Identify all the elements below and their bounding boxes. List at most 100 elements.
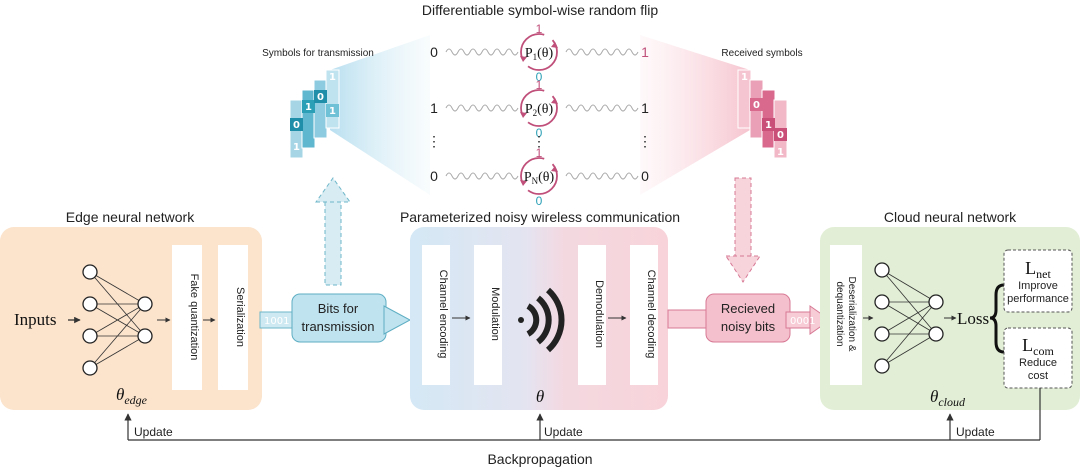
channel-decoding-label: Channel decoding: [645, 270, 657, 359]
tx-symbol-stack: 0 1 0 1 1 1: [289, 69, 340, 159]
channel-input-bit: 0: [430, 168, 438, 184]
nn-neuron: [928, 294, 944, 310]
fake-quantization-label: Fake quantization: [188, 274, 200, 361]
lnet-desc2: performance: [1007, 293, 1069, 305]
svg-text:0: 0: [317, 92, 324, 103]
lnet-desc1: Improve: [1018, 280, 1058, 292]
vdots: ⋮: [427, 133, 441, 149]
wireless-signal-icon: [518, 287, 565, 353]
flip-arrow-icon: [520, 157, 558, 195]
edge-neural-net: [82, 264, 153, 376]
channel-output-bit: 1: [641, 100, 649, 116]
flip-bit-bottom: 0: [536, 126, 543, 140]
cloud-neural-net: [874, 262, 944, 374]
channel-title: Parameterized noisy wireless communicati…: [400, 209, 680, 225]
deserialization-label: Deserialization &dequantization: [834, 276, 857, 351]
top-title: Differentiable symbol-wise random flip: [422, 2, 658, 18]
bits-tx-line2: transmission: [302, 319, 375, 334]
nn-neuron: [137, 296, 153, 312]
tx-fan: [330, 35, 430, 195]
svg-text:0: 0: [293, 120, 300, 131]
nn-neuron: [137, 328, 153, 344]
bits-tx-line1: Bits for: [318, 301, 359, 316]
deserialization-block: [830, 245, 862, 385]
rx-down-arrow: [725, 177, 761, 283]
flip-bit-top: 1: [536, 22, 543, 36]
nn-neuron: [82, 296, 98, 312]
cloud-title: Cloud neural network: [884, 209, 1017, 225]
flip-bit-bottom: 0: [536, 194, 543, 208]
flip-arrow-icon: [520, 89, 558, 127]
theta-cloud: θcloud: [930, 387, 966, 409]
flip-probability: P2(θ): [525, 102, 554, 118]
nn-neuron: [874, 262, 890, 278]
flip-probability: PN(θ): [524, 170, 555, 186]
backprop-label: Backpropagation: [487, 451, 592, 467]
nn-neuron: [82, 360, 98, 376]
theta-channel: θ: [536, 387, 544, 406]
channel-output-bit: 1: [641, 44, 649, 60]
svg-text:1: 1: [777, 147, 784, 158]
bits-rx-line1: Recieved: [721, 301, 775, 316]
channel-encoding-block: [422, 245, 450, 385]
svg-text:1: 1: [329, 106, 336, 117]
vdots: ⋮: [532, 133, 546, 149]
channel-output-bit: 0: [641, 168, 649, 184]
loss-label: Loss: [957, 309, 989, 328]
flip-bit-top: 1: [536, 78, 543, 92]
lcom-symbol: Lcom: [1022, 335, 1054, 358]
modulation-label: Modulation: [489, 287, 501, 341]
vdots: ⋮: [638, 133, 652, 149]
nn-neuron: [874, 326, 890, 342]
lnet-box: [1003, 249, 1073, 313]
channel-row: 0 PN(θ) 1 0 0: [430, 146, 649, 208]
bits-tx-arrow: 1001 Bits for transmission: [259, 293, 412, 343]
lcom-desc1: Reduce: [1019, 357, 1057, 369]
nn-neuron: [82, 264, 98, 280]
demodulation-label: Demodulation: [593, 280, 605, 348]
loss-brace: [989, 283, 1005, 354]
bits-tx-stream: 1001: [264, 316, 289, 327]
bits-rx-line2: noisy bits: [721, 319, 776, 334]
channel-decoding-block: [630, 245, 658, 385]
svg-text:0: 0: [753, 100, 760, 111]
demodulation-block: [578, 245, 606, 385]
svg-text:0: 0: [777, 130, 784, 141]
svg-text:1: 1: [305, 102, 312, 113]
modulation-block: [474, 245, 502, 385]
flip-probability: P1(θ): [525, 46, 554, 62]
serialization-label: Serialization: [234, 287, 246, 347]
serialization-block: [218, 245, 248, 390]
svg-text:1: 1: [293, 142, 300, 153]
nn-neuron: [874, 358, 890, 374]
inputs-label: Inputs: [14, 310, 57, 329]
edge-title: Edge neural network: [66, 209, 195, 225]
lcom-desc2: cost: [1028, 370, 1048, 382]
symbols-tx-label: Symbols for transmission: [262, 48, 374, 59]
channel-input-bit: 1: [430, 100, 438, 116]
channel-encoding-label: Channel encoding: [437, 270, 449, 359]
flip-arrow-icon: [520, 33, 558, 71]
symbols-rx-label: Received symbols: [721, 48, 802, 59]
lnet-symbol: Lnet: [1025, 258, 1051, 281]
svg-text:1: 1: [329, 72, 336, 83]
bits-rx-stream: 0001: [790, 316, 815, 327]
rx-symbol-stack: 1 0 1 0 1: [737, 69, 788, 159]
nn-neuron: [874, 294, 890, 310]
nn-neuron: [928, 326, 944, 342]
update-cloud: Update: [956, 425, 995, 439]
channel-input-bit: 0: [430, 44, 438, 60]
svg-text:1: 1: [741, 72, 748, 83]
rx-fan: [640, 35, 750, 195]
update-edge: Update: [134, 425, 173, 439]
lcom-box: [1003, 327, 1073, 389]
tx-up-arrow: [315, 177, 351, 286]
theta-edge: θedge: [116, 385, 148, 407]
svg-text:1: 1: [765, 120, 772, 131]
backprop-lines: [124, 388, 1041, 441]
flip-bit-top: 1: [536, 146, 543, 160]
